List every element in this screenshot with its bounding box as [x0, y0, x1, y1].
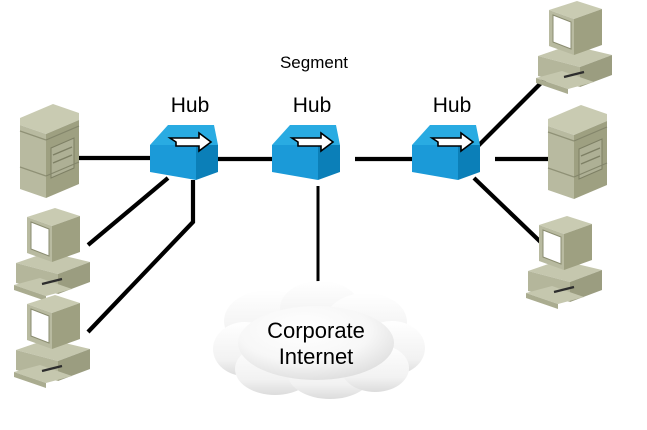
hub-arrow-icon [429, 131, 475, 153]
hub-center-label: Hub [293, 94, 332, 117]
pc-case-side [580, 55, 612, 87]
pc-monitor-side [52, 216, 80, 262]
pc-keyboard [14, 278, 72, 296]
cloud-body [238, 306, 394, 380]
pc-case-side [570, 270, 602, 302]
pc-right-top [536, 1, 612, 94]
pc-keyboard-front [526, 293, 558, 309]
server-vent-line [580, 155, 601, 165]
server-top-face [20, 104, 79, 134]
link-hub-right-to-pc-right-top [472, 76, 548, 152]
pc-drive-slot [41, 364, 63, 373]
hub-center[interactable]: Hub [272, 94, 340, 180]
server-divider-line [573, 126, 608, 142]
hub-side-face [196, 145, 218, 180]
server-right [547, 105, 608, 199]
connection-lines [78, 76, 556, 334]
server-divider-line [547, 131, 575, 142]
pc-case-side [58, 349, 90, 381]
link-hub-right-to-pc-right-bottom [472, 176, 553, 254]
server-divider-line [19, 130, 47, 141]
cloud-label-line2: Internet [279, 344, 354, 369]
pc-keyboard-front [536, 78, 568, 94]
pc-monitor-side [564, 224, 592, 270]
pc-keyboard [14, 365, 72, 383]
link-pc-left-middle-to-hub-left [86, 176, 170, 247]
hub-left-label: Hub [171, 94, 210, 117]
pc-case-side [58, 262, 90, 294]
segment-label: Segment [280, 53, 348, 72]
server-left [19, 104, 80, 198]
hub-front-face [272, 145, 318, 180]
server-front-face [20, 125, 46, 198]
pc-case-top [528, 260, 602, 282]
pc-monitor-side [574, 9, 602, 55]
pc-keyboard [536, 71, 594, 89]
pc-monitor-top [549, 1, 602, 19]
pc-monitor-side [52, 303, 80, 349]
pc-monitor-top [27, 295, 80, 313]
server-vent-line [52, 146, 73, 156]
pc-monitor-top [27, 208, 80, 226]
pc-screen [30, 221, 50, 257]
server-vent-line [52, 154, 73, 164]
pc-screen [552, 14, 572, 50]
server-divider-line [45, 161, 80, 177]
pc-case-top [16, 252, 90, 274]
pc-screen [542, 229, 562, 265]
server-divider-line [573, 162, 608, 178]
hub-right[interactable]: Hub [412, 94, 480, 180]
hub-right-label: Hub [433, 94, 472, 117]
cloud-label-line1: Corporate [267, 318, 365, 343]
hub-side-face [458, 145, 480, 180]
pc-monitor-top [539, 216, 592, 234]
pc-case-top [538, 45, 612, 67]
hub-front-face [150, 145, 196, 180]
pc-drive-slot [553, 285, 575, 294]
server-divider-line [45, 125, 80, 141]
pc-screen [30, 308, 50, 344]
server-vent-line [580, 147, 601, 157]
pc-keyboard [526, 286, 584, 304]
pc-right-bottom [526, 216, 602, 309]
server-front-face [548, 126, 574, 199]
pc-left-middle [14, 208, 90, 301]
pc-left-bottom [14, 295, 90, 388]
pc-case-top [16, 339, 90, 361]
hub-side-face [318, 145, 340, 180]
pc-keyboard-front [14, 372, 46, 388]
link-hub-left-to-pc-left-bottom [86, 180, 196, 334]
pc-drive-slot [563, 70, 585, 79]
pc-keyboard-front [14, 285, 46, 301]
cloud-internet: Corporate Internet [213, 281, 425, 399]
hub-arrow-icon [289, 131, 335, 153]
server-top-face [548, 105, 607, 135]
pc-drive-slot [41, 277, 63, 286]
hub-left[interactable]: Hub [150, 94, 218, 180]
hub-arrow-icon [167, 131, 213, 153]
hub-front-face [412, 145, 458, 180]
server-divider-line [19, 166, 47, 177]
server-divider-line [547, 167, 575, 178]
